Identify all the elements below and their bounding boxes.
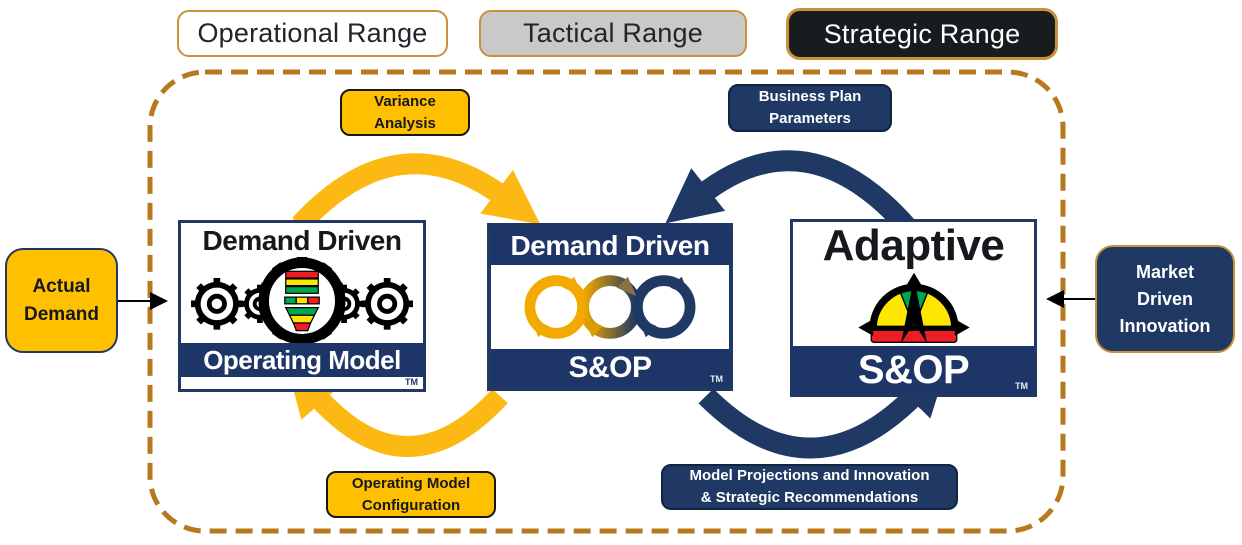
ddom-title: Demand Driven — [202, 225, 402, 256]
adaptive-trademark: TM — [1015, 381, 1028, 391]
variance-analysis-label: Variance Analysis — [340, 89, 470, 136]
gear-icon — [191, 278, 243, 330]
ddom-banner-text: Operating Model — [203, 344, 401, 375]
model-projections-arrow — [698, 360, 949, 459]
strategic-range-text: Strategic Range — [823, 18, 1021, 49]
ddom-banner: Operating Model — [181, 343, 423, 377]
ddsop-trademark: TM — [710, 374, 723, 384]
business-plan-parameters-label: Business Plan Parameters — [728, 84, 892, 132]
strategic-range-label: Strategic Range — [786, 8, 1058, 60]
tactical-range-label: Tactical Range — [479, 10, 747, 57]
operating-line: Operating Model — [351, 474, 471, 492]
variance-line: Analysis — [374, 114, 436, 132]
actual-demand-line: Demand — [24, 303, 99, 325]
operational-range-label: Operational Range — [177, 10, 448, 57]
operating-line: Configuration — [361, 496, 461, 514]
adaptive-gauge-graphic — [793, 270, 1034, 346]
tactical-range-text: Tactical Range — [523, 18, 703, 48]
gauge-red-zone — [870, 329, 957, 344]
gear-icon — [361, 278, 413, 330]
business-line: Parameters — [769, 110, 851, 127]
projections-line: Model Projections and Innovation — [689, 467, 930, 485]
ddsop-title-text: Demand Driven — [510, 230, 710, 261]
ddsop-banner: S&OP TM — [491, 349, 729, 387]
actual-demand-box: Actual Demand — [5, 248, 118, 353]
operating-model-configuration-label: Operating Model Configuration — [326, 471, 496, 518]
variance-analysis-arrow — [292, 153, 541, 233]
ddsop-banner-text: S&OP — [568, 351, 652, 384]
business-plan-arrow — [665, 150, 916, 235]
market-innovation-line: Innovation — [1119, 315, 1211, 336]
ddsop-rings-graphic — [491, 265, 729, 349]
operating-model-config-arrow — [285, 360, 508, 457]
gauge-right-spike — [954, 319, 970, 336]
model-projections-label: Model Projections and Innovation & Strat… — [661, 464, 958, 510]
ddom-logo-card: Demand Driven — [178, 220, 426, 392]
variance-line: Variance — [374, 92, 436, 110]
projections-line: & Strategic Recommendations — [700, 489, 919, 506]
business-line: Business Plan — [758, 88, 862, 106]
ddsop-logo-card: Demand Driven — [487, 223, 733, 391]
adaptive-title: Adaptive — [822, 221, 1005, 270]
market-innovation-line: Market — [1135, 261, 1195, 282]
gauge-left-spike — [857, 319, 873, 336]
market-driven-innovation-box: Market Driven Innovation — [1095, 245, 1235, 353]
actual-demand-line: Actual — [32, 275, 91, 297]
adaptive-sop-logo-card: Adaptive S&OP TM — [790, 219, 1037, 397]
central-gear-icon — [258, 257, 346, 343]
adaptive-banner-text: S&OP — [857, 347, 970, 392]
ddom-trademark: TM — [405, 377, 418, 387]
ddsop-title-band: Demand Driven — [491, 227, 729, 265]
market-innovation-line: Driven — [1136, 288, 1194, 309]
ddom-gears-graphic — [181, 257, 423, 343]
operational-range-text: Operational Range — [197, 18, 428, 48]
adaptive-banner: S&OP TM — [793, 346, 1034, 394]
